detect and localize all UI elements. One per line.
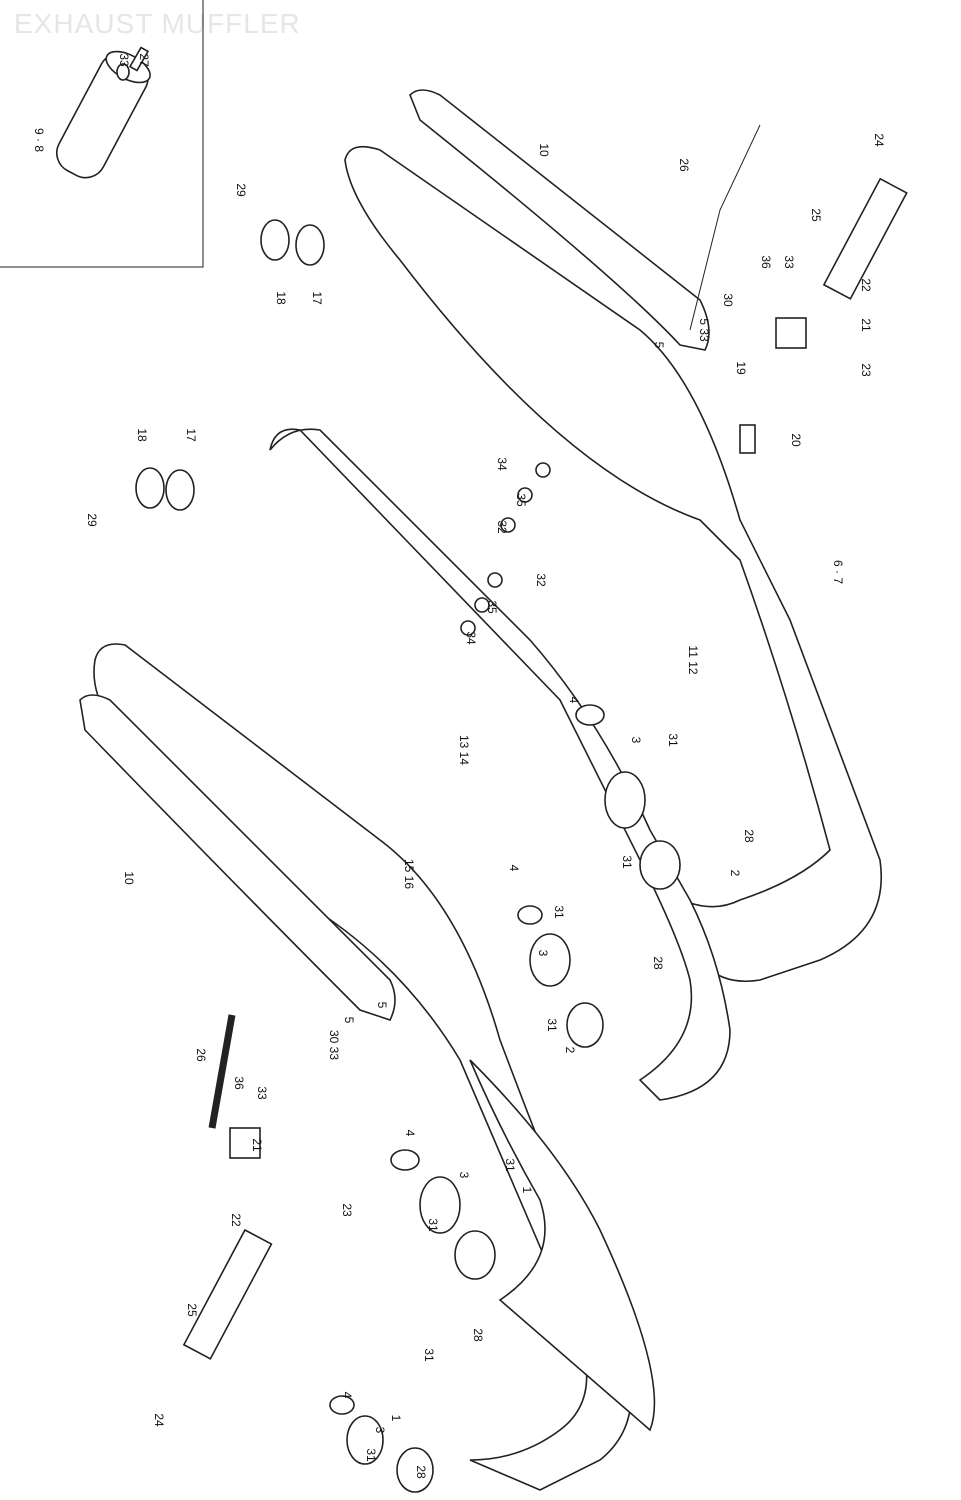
- footpeg-lower: [182, 1228, 273, 1360]
- part-callout: 13 14: [457, 735, 471, 765]
- inset-frame: [0, 0, 204, 268]
- heat-shield-lower: [79, 694, 396, 1021]
- part-callout: 34: [464, 631, 478, 645]
- part-callout: 23: [859, 363, 873, 377]
- part-callout: 10: [537, 143, 551, 157]
- part-callout: 32: [534, 573, 548, 587]
- part-callout: 18: [274, 291, 288, 305]
- part-callout: 24: [872, 133, 886, 147]
- rod-26-upper: [689, 124, 761, 331]
- part-callout: 29: [234, 183, 248, 197]
- part-callout: 21: [859, 318, 873, 332]
- part-callout: 11 12: [686, 645, 700, 674]
- part-callout: 30 33: [327, 1030, 341, 1060]
- part-callout: 5: [342, 1017, 356, 1024]
- part-callout: 36: [232, 1076, 246, 1090]
- part-callout: 10: [122, 871, 136, 885]
- part-callout: 22: [229, 1213, 243, 1227]
- part-callout: 28: [471, 1328, 485, 1342]
- part-callout: 31: [552, 905, 566, 919]
- part-callout: 17: [310, 291, 324, 305]
- part-callout: 31: [666, 733, 680, 747]
- part-callout: 31: [422, 1348, 436, 1362]
- part-callout: 4: [507, 865, 521, 872]
- rod-26-lower: [208, 1014, 236, 1129]
- part-callout: 31: [620, 855, 634, 869]
- muffler-bottom: [469, 1059, 656, 1432]
- part-callout: 4: [403, 1130, 417, 1137]
- diagram-title: EXHAUST MUFFLER: [14, 8, 301, 39]
- part-callout: 1: [520, 1187, 534, 1194]
- part-callout: 31: [364, 1448, 378, 1462]
- part-callout: 32: [495, 520, 509, 534]
- part-callout: 30: [721, 293, 735, 307]
- part-callout: 31: [545, 1018, 559, 1032]
- part-callout: 5 33: [697, 318, 711, 342]
- part-callout: 3: [536, 950, 550, 957]
- part-callout: 9 · 8: [32, 128, 46, 152]
- part-callout: 2: [563, 1047, 577, 1054]
- part-callout: 36: [759, 255, 773, 269]
- washer-33: [116, 63, 130, 81]
- part-callout: 17: [184, 428, 198, 442]
- heat-shield-upper: [409, 89, 710, 351]
- flanges: [135, 219, 807, 1493]
- part-callout: 28: [742, 829, 756, 843]
- part-callout: 27: [137, 53, 151, 67]
- part-callout: 6 · 7: [831, 560, 845, 584]
- footpeg-upper: [822, 177, 908, 300]
- part-callout: 1: [389, 1415, 403, 1422]
- part-callout: 31: [503, 1158, 517, 1172]
- part-callout: 15 16: [402, 859, 416, 889]
- part-callout: 28: [414, 1465, 428, 1479]
- part-callout: 3: [629, 737, 643, 744]
- part-callout: 4: [567, 697, 581, 704]
- part-callout: 25: [185, 1303, 199, 1317]
- part-callout: 5: [652, 342, 666, 349]
- part-callout: 20: [789, 433, 803, 447]
- part-callout: 19: [734, 361, 748, 375]
- part-callout: 3: [457, 1172, 471, 1179]
- part-callout: 34: [495, 457, 509, 471]
- part-callout: 4: [340, 1392, 354, 1399]
- part-callout: 35: [485, 600, 499, 614]
- part-callout: 33: [117, 53, 131, 67]
- part-callout: 31: [426, 1218, 440, 1232]
- part-callout: 3: [373, 1427, 387, 1434]
- part-callout: 25: [809, 208, 823, 222]
- part-callout: 22: [859, 278, 873, 292]
- part-callout: 26: [194, 1048, 208, 1062]
- part-callout: 35: [514, 493, 528, 507]
- part-callout: 2: [728, 870, 742, 877]
- part-callout: 29: [85, 513, 99, 527]
- part-callout: 24: [152, 1413, 166, 1427]
- part-callout: 23: [340, 1203, 354, 1217]
- part-callout: 5: [375, 1002, 389, 1009]
- part-callout: 33: [782, 255, 796, 269]
- part-callout: 26: [677, 158, 691, 172]
- part-callout: 28: [651, 956, 665, 970]
- part-callout: 21: [250, 1138, 264, 1152]
- part-callout: 18: [135, 428, 149, 442]
- muffler-lower: [93, 643, 632, 1491]
- part-callout: 33: [255, 1086, 269, 1100]
- bolt-27: [128, 46, 150, 72]
